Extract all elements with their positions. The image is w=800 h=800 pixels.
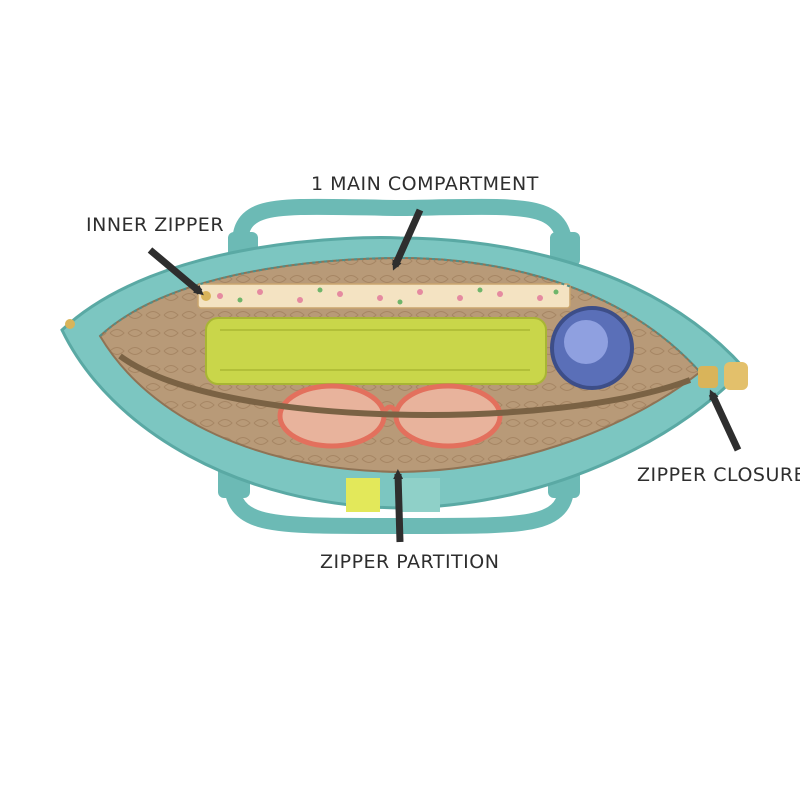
arrow-icon [147, 247, 204, 296]
pouch [205, 317, 547, 385]
callout-zipper-closure: ZIPPER CLOSURE [637, 464, 800, 486]
notebook [197, 283, 571, 309]
top-handle [231, 198, 574, 270]
accent-stripe [400, 478, 440, 512]
callout-inner-zipper: INNER ZIPPER [86, 214, 225, 236]
arrow-icon [393, 469, 404, 543]
arrow-icon [391, 208, 424, 271]
accent-stripe [346, 478, 380, 512]
arrow-icon [708, 389, 742, 452]
zipper-pull-icon [698, 362, 748, 390]
zipper-partition [118, 353, 692, 418]
callout-main-compartment: 1 MAIN COMPARTMENT [311, 173, 539, 195]
callout-zipper-partition: ZIPPER PARTITION [320, 551, 500, 573]
zipper-pull-icon [201, 291, 211, 301]
